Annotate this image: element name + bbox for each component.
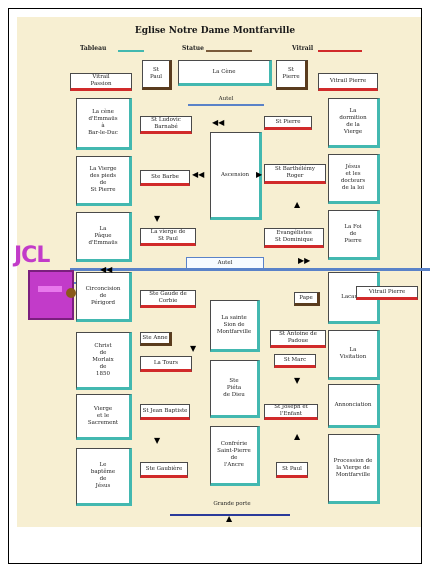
arrow-up-icon: ▲ (294, 200, 301, 209)
box-st-marc: St Marc (274, 354, 316, 368)
box-la-cene: La Cène (178, 60, 272, 86)
arrow-down-icon: ▼ (154, 214, 161, 223)
arrow-right-icon: ▶▶ (298, 256, 311, 265)
logo-dot (66, 288, 76, 298)
arrow-right-icon: ▶ (256, 170, 263, 179)
portal-line (170, 514, 290, 516)
legend-tableau-label: Tableau (80, 45, 107, 52)
arrow-down-icon: ▼ (154, 436, 161, 445)
box-vitrail-pierre-side: Vitrail Pierre (356, 286, 418, 300)
box-ascension: Ascension (210, 132, 262, 220)
legend-statue-label: Statue (182, 45, 204, 52)
arrow-left-icon: ◀◀ (192, 170, 205, 179)
arrow-down-icon: ▼ (190, 344, 197, 353)
box-ste-gaubiere: Ste Gaubière (140, 462, 188, 478)
box-pape: Pape (294, 292, 320, 306)
box-st-pierre-inner: St Pierre (264, 116, 312, 130)
box-vitrail-pierre-top: Vitrail Pierre (318, 73, 378, 91)
transept-line (70, 268, 430, 271)
box-autel-transept: Autel (186, 257, 264, 269)
box-grande-porte: Grande porte (213, 500, 251, 507)
box-st-jean-baptiste: St Jean Baptiste (140, 404, 190, 420)
legend-statue-line (206, 50, 252, 52)
box-st-joseph: St Joseph et l'Enfant (264, 404, 318, 420)
arrow-up-icon: ▲ (294, 432, 301, 441)
plan-title: Eglise Notre Dame Montfarville (134, 26, 296, 36)
legend-vitrail-label: Vitrail (292, 45, 314, 52)
box-ste-barbe: Ste Barbe (140, 170, 190, 186)
legend-vitrail-line (318, 50, 362, 52)
arrow-down-icon: ▼ (294, 376, 301, 385)
box-la-tours: La Tours (140, 356, 192, 372)
box-ste-anne: Ste Anne (140, 332, 172, 346)
arrow-left-icon: ◀◀ (212, 118, 225, 127)
arrow-up-icon: ▲ (226, 514, 233, 523)
box-annonciation: Annonciation (328, 384, 380, 428)
box-st-paul-bottom: St Paul (276, 462, 308, 478)
box-autel-top: Autel (188, 95, 264, 106)
page-frame (8, 8, 422, 564)
logo-inner-bar (38, 286, 62, 292)
arrow-left-icon: ◀◀ (100, 265, 113, 274)
legend-tableau-line (118, 50, 144, 52)
jcl-logo: JCL (14, 243, 50, 268)
